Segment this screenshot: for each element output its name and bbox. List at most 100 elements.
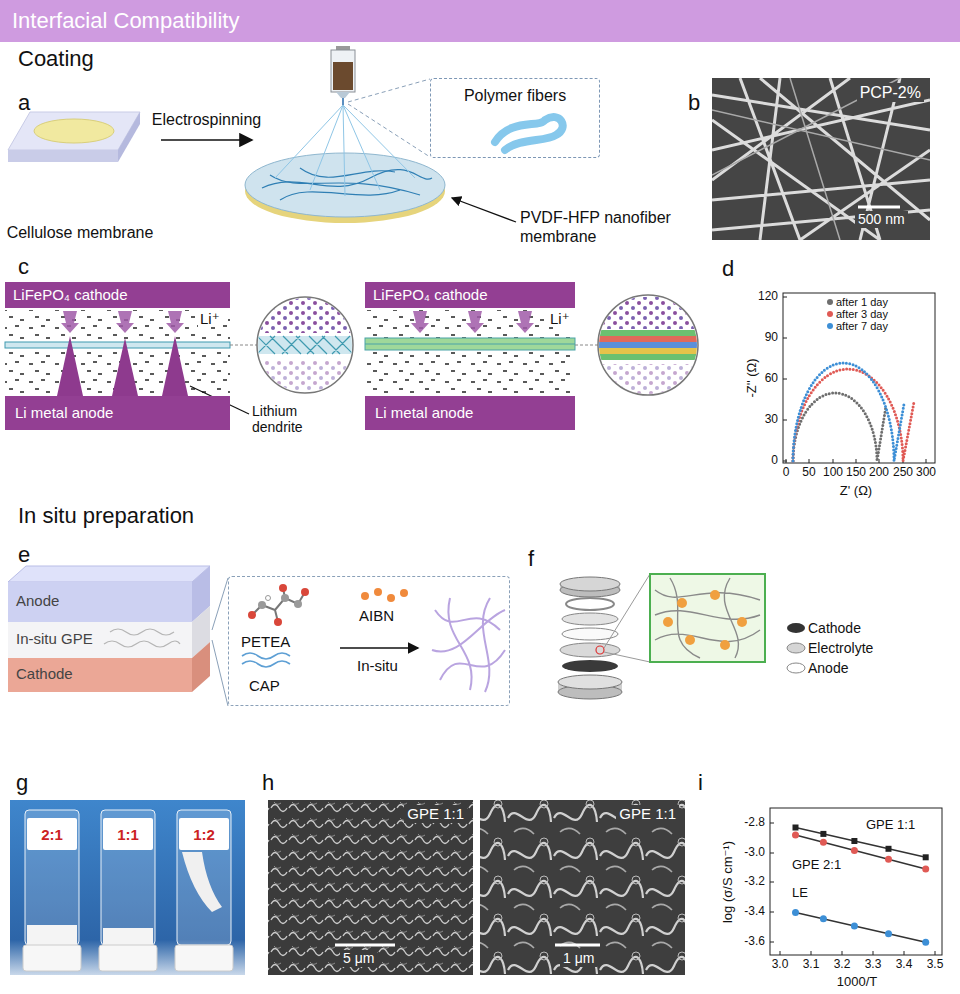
- polymerization-scheme: [432, 598, 505, 692]
- dendrite-schematic: [598, 348, 698, 354]
- conductivity-chart: [770, 823, 935, 955]
- sem-fibers: [712, 78, 930, 240]
- coin-cell: [685, 635, 695, 645]
- node-text: 500 nm: [855, 211, 908, 228]
- sem-image: GPE 1:11 μm: [480, 800, 685, 975]
- coin-cell: [562, 613, 618, 625]
- electrospinning-setup: [333, 62, 353, 90]
- cell-layer: Cathode: [8, 658, 192, 692]
- panel-letter: a: [18, 92, 30, 114]
- electrode-bar: LiFePO₄ cathode: [5, 282, 230, 308]
- sem-gpe: [480, 800, 685, 975]
- vial-photo: [10, 800, 245, 975]
- tick-label: 300: [916, 466, 936, 480]
- sem-fibers: [712, 78, 930, 240]
- legend-text: after 7 day: [836, 320, 888, 332]
- electrospinning-setup: [262, 170, 432, 188]
- coin-cell: [663, 617, 673, 627]
- photo-panel: 2:11:11:2: [10, 800, 245, 975]
- coin-cell: [566, 598, 614, 610]
- tick-label: 30: [765, 413, 778, 427]
- electrospinning-setup: [342, 98, 344, 105]
- gpe-stack: [8, 622, 192, 658]
- coin-cell: [604, 574, 650, 662]
- coin-cell: [562, 660, 618, 672]
- dendrite-schematic: [575, 345, 599, 346]
- conductivity-chart: [851, 847, 858, 854]
- dendrite-schematic: [598, 295, 698, 395]
- tick-label: 250: [893, 466, 913, 480]
- electrospinning-setup: [300, 168, 395, 177]
- process-arrow: [161, 139, 252, 141]
- electrospinning-setup: [452, 198, 516, 222]
- legend-text: after 3 day: [836, 308, 888, 320]
- dendrite-schematic: [257, 297, 353, 390]
- electrospinning-setup: [495, 117, 563, 150]
- dendrite-schematic: [598, 297, 698, 394]
- vial-photo: [103, 818, 153, 850]
- vial-photo: [27, 818, 77, 850]
- key-label: Cathode: [808, 620, 861, 636]
- conductivity-chart: [885, 856, 892, 863]
- tick-label: 3.1: [803, 958, 820, 972]
- coin-cell: [787, 623, 805, 633]
- sem-gpe: [335, 944, 395, 947]
- sem-fibers: [712, 78, 930, 240]
- coin-cell: [560, 577, 620, 591]
- polymerization-scheme: [301, 588, 309, 596]
- node-text: PVDF-HFP nanofiber membrane: [520, 208, 680, 246]
- conductivity-chart: [770, 808, 942, 955]
- coin-cell: [737, 617, 747, 627]
- tick-label: 3.5: [927, 958, 944, 972]
- series-label: LE: [792, 886, 808, 901]
- tick-label: 0: [771, 454, 778, 468]
- polymerization-scheme: [340, 647, 418, 649]
- vial-photo: [182, 852, 222, 912]
- node-text: 1 μm: [560, 950, 597, 967]
- conductivity-chart: [820, 915, 827, 922]
- polymerization-scheme: [361, 592, 369, 600]
- key-label: Electrolyte: [808, 640, 873, 656]
- dendrite-schematic: [598, 354, 698, 360]
- node-text: In-situ GPE: [16, 630, 93, 648]
- electrospinning-setup: [331, 50, 355, 92]
- dendrite-schematic: [365, 344, 575, 345]
- conductivity-chart: [796, 912, 926, 942]
- conductivity-chart: [792, 909, 799, 916]
- axis-title: 1000/T: [837, 975, 877, 990]
- node-text: Li metal anode: [375, 404, 473, 422]
- panel-letter: g: [16, 772, 28, 794]
- membrane-node: Cellulose membrane: [2, 95, 158, 255]
- coin-cell: [720, 640, 730, 650]
- polymerization-scheme: [281, 594, 289, 602]
- dendrite-schematic: [598, 330, 698, 336]
- polymerization-scheme: [387, 594, 395, 602]
- zoom-box: Polymer fibers: [430, 78, 600, 158]
- node-text: PCP-2%: [857, 83, 924, 102]
- coin-cell: [787, 643, 805, 653]
- dendrite-schematic: [112, 338, 138, 396]
- dendrite-schematic: [230, 345, 257, 346]
- conductivity-chart: [851, 922, 858, 929]
- coin-cell: [560, 643, 620, 657]
- electrode-bar: Li metal anode: [5, 396, 230, 430]
- impedance-chart: [793, 363, 904, 461]
- sem-fibers: [858, 206, 900, 209]
- conductivity-chart: [820, 839, 827, 846]
- vial-photo: [177, 810, 231, 945]
- dendrite-schematic: [598, 297, 698, 329]
- node-text: PETEA: [241, 633, 290, 651]
- conductivity-chart: [770, 808, 942, 955]
- series-label: GPE 1:1: [866, 818, 915, 833]
- node-text: In-situ: [357, 657, 398, 675]
- section-heading: In situ preparation: [18, 505, 194, 527]
- cellulose-slab: [8, 112, 140, 150]
- node-text: LiFePO₄ cathode: [13, 286, 128, 304]
- dendrite-schematic: [257, 297, 353, 333]
- coin-cell: [558, 675, 622, 689]
- dendrite-schematic: [598, 342, 698, 348]
- tick-label: -3.4: [744, 905, 765, 919]
- node-text: LiFePO₄ cathode: [373, 286, 488, 304]
- panel-letter: d: [722, 258, 734, 280]
